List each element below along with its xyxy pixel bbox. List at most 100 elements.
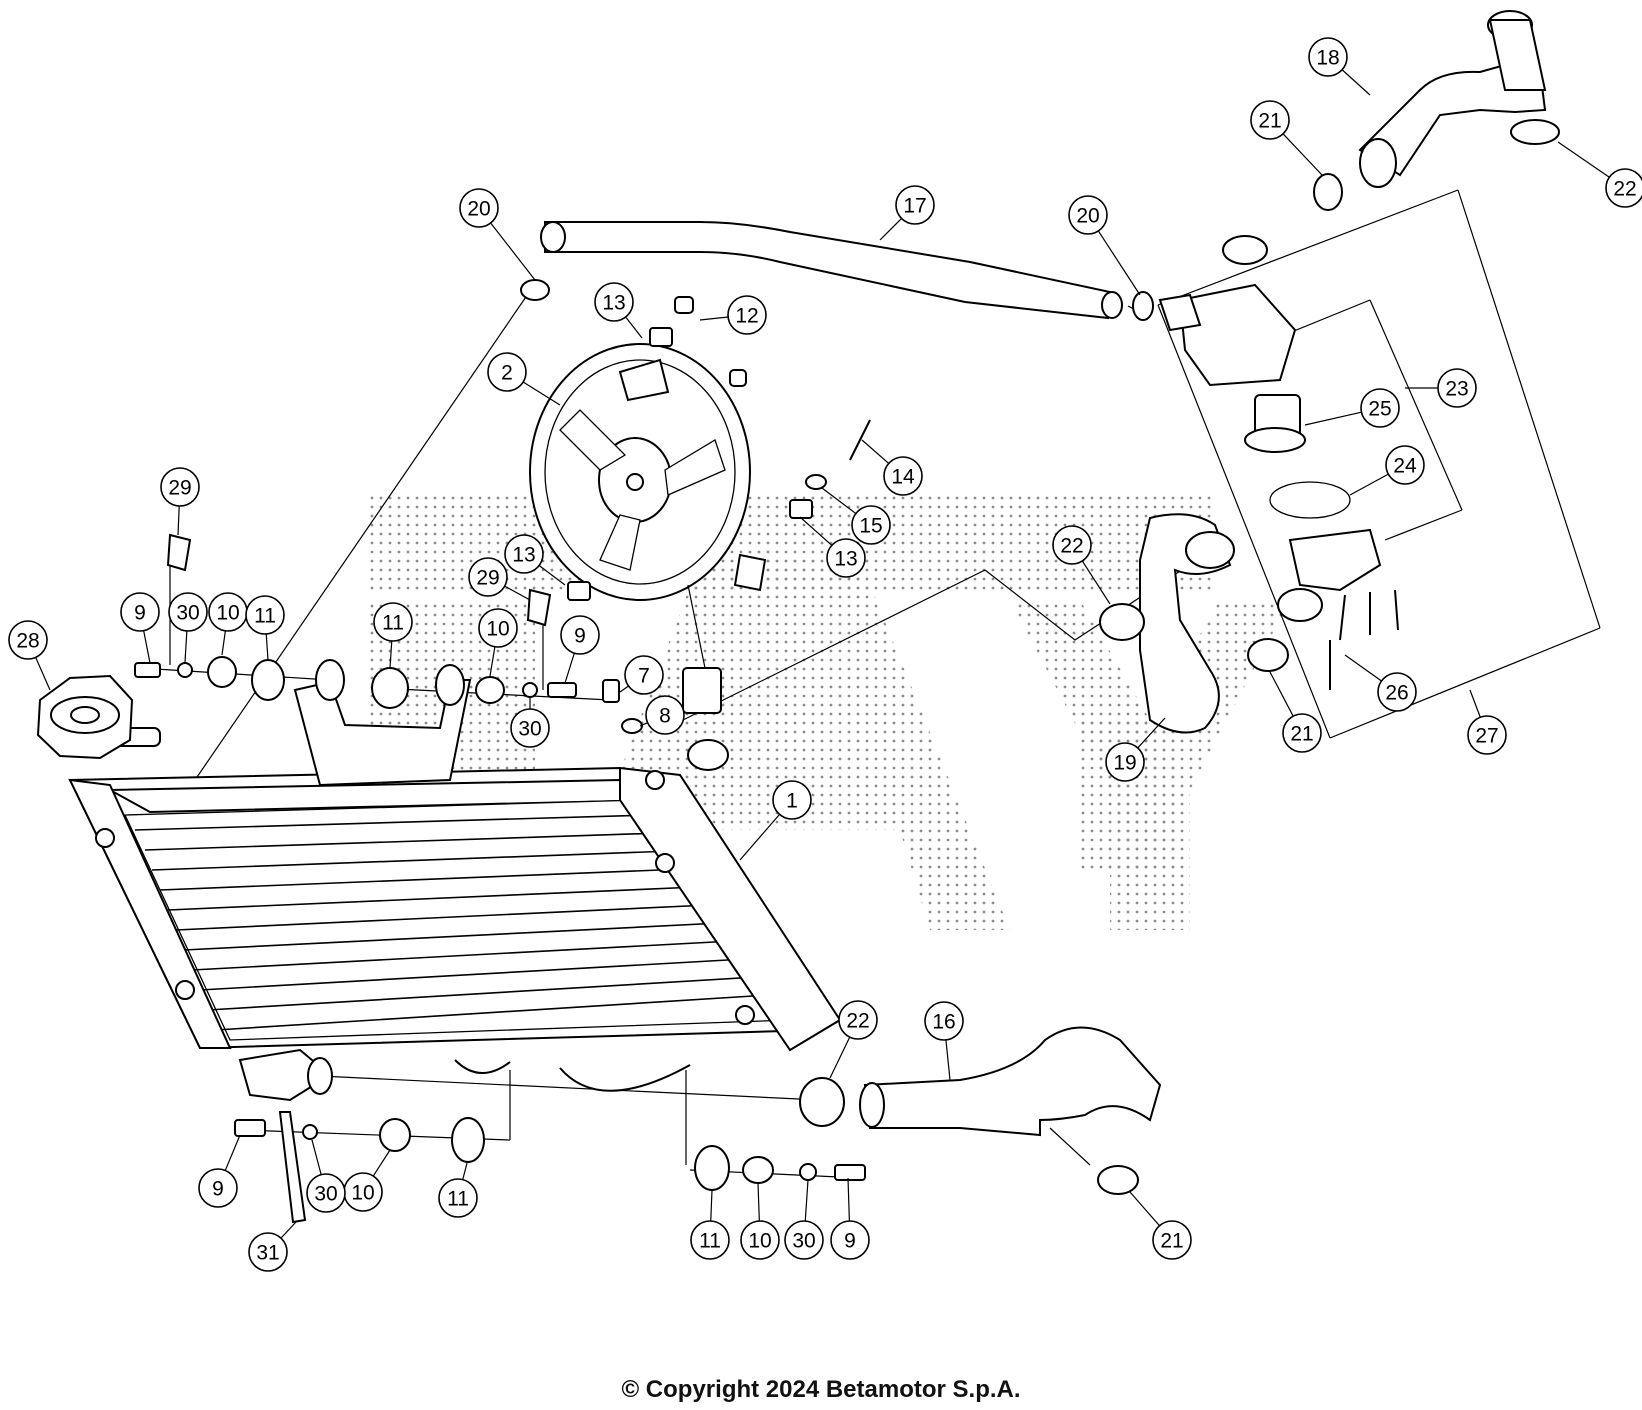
callout-label: 22 — [1613, 178, 1636, 201]
callout-label: 11 — [382, 612, 404, 635]
callout-30: 30 — [168, 592, 208, 663]
callout-circle — [838, 1000, 878, 1040]
callout-label: 14 — [891, 466, 915, 489]
callout-label: 15 — [859, 515, 882, 538]
callout-circle — [1250, 100, 1290, 140]
callout-11: 11 — [690, 1189, 730, 1260]
callout-22: 22 — [1557, 141, 1642, 208]
callout-circle — [645, 695, 685, 735]
callout-21: 21 — [1129, 1191, 1192, 1260]
radiator-bolt — [645, 770, 665, 790]
callout-13: 13 — [799, 516, 866, 578]
callout-11: 11 — [245, 595, 285, 661]
callout-10: 10 — [343, 1149, 391, 1212]
callout-leader — [372, 1149, 391, 1177]
radiator-fins — [134, 814, 770, 1031]
fan-mount-tab — [618, 358, 670, 402]
callout-circle — [594, 282, 634, 322]
callout-leader — [619, 685, 629, 693]
callout-20: 20 — [459, 188, 536, 281]
callout-leader — [522, 381, 561, 406]
callout-circle — [784, 1220, 824, 1260]
callout-label: 10 — [351, 1182, 374, 1205]
callout-leader — [1344, 654, 1382, 682]
callout-label: 11 — [699, 1230, 721, 1253]
callout-circle — [160, 467, 200, 507]
callout-circle — [851, 505, 891, 545]
callout-27: 27 — [1467, 689, 1507, 755]
radiator — [68, 659, 842, 1102]
callout-leader — [1341, 69, 1371, 96]
callout-circle — [468, 557, 508, 597]
callout-leader — [184, 630, 188, 663]
hose-16 — [859, 1026, 1162, 1137]
callout-label: 8 — [659, 705, 671, 728]
callout-label: 10 — [748, 1230, 771, 1253]
callout-circle — [120, 592, 160, 632]
thermostat-housing — [1158, 235, 1399, 690]
callout-label: 28 — [16, 630, 39, 653]
clamp — [1510, 119, 1560, 145]
callout-11: 11 — [438, 1162, 478, 1218]
callout-label: 17 — [903, 195, 926, 218]
callout-label: 18 — [1316, 47, 1339, 70]
callout-circle — [830, 1220, 870, 1260]
callout-30: 30 — [306, 1139, 346, 1213]
callout-19: 19 — [1105, 717, 1166, 782]
callout-circle — [924, 1001, 964, 1041]
callout-30: 30 — [784, 1179, 824, 1260]
callout-8: 8 — [639, 695, 685, 735]
radiator-bolt — [735, 1005, 755, 1025]
callout-leader — [1081, 560, 1111, 605]
callout-circle — [487, 352, 527, 392]
callout-leader — [1097, 230, 1141, 296]
callout-10: 10 — [208, 592, 248, 656]
callout-circle — [1605, 168, 1642, 208]
callout-label: 10 — [486, 618, 509, 641]
callout-leader — [710, 1189, 713, 1222]
radiator-bolt — [655, 853, 675, 873]
callout-label: 9 — [212, 1178, 224, 1201]
callout-10: 10 — [740, 1182, 780, 1260]
clamp — [1247, 638, 1289, 672]
callout-leader — [177, 505, 180, 536]
callout-29: 29 — [160, 467, 200, 536]
hose-17 — [540, 221, 1123, 320]
callout-label: 9 — [574, 625, 586, 648]
callout-circle — [306, 1173, 346, 1213]
callout-9: 9 — [120, 592, 160, 664]
callout-leader — [821, 487, 857, 515]
callout-label: 22 — [1060, 535, 1083, 558]
callout-label: 21 — [1258, 110, 1281, 133]
callout-leader — [311, 1139, 322, 1175]
callout-22: 22 — [829, 1000, 878, 1079]
callout-circle — [1360, 388, 1400, 428]
callout-16: 16 — [924, 1001, 964, 1081]
callout-circle — [510, 708, 550, 748]
callout-label: 11 — [254, 605, 276, 628]
radiator-bolt — [175, 980, 195, 1000]
callout-20: 20 — [1068, 195, 1141, 296]
callout-leader — [829, 1036, 851, 1079]
callout-leader — [639, 722, 648, 727]
callout-label: 23 — [1445, 378, 1468, 401]
callout-label: 2 — [501, 362, 513, 385]
callout-label: 29 — [168, 477, 191, 500]
callout-circle — [1385, 445, 1425, 485]
callout-circle — [504, 534, 544, 574]
filler-cap — [36, 674, 161, 760]
callout-label: 26 — [1385, 682, 1408, 705]
callout-circle — [826, 538, 866, 578]
callout-label: 27 — [1475, 725, 1498, 748]
callout-circle — [478, 608, 518, 648]
radiator-bolt — [95, 828, 115, 848]
callout-31: 31 — [248, 1221, 297, 1272]
callout-label: 9 — [134, 602, 146, 625]
callout-10: 10 — [478, 608, 518, 677]
callout-circle — [245, 595, 285, 635]
callout-circle — [1467, 715, 1507, 755]
callout-label: 31 — [256, 1242, 279, 1265]
callout-2: 2 — [487, 352, 561, 406]
